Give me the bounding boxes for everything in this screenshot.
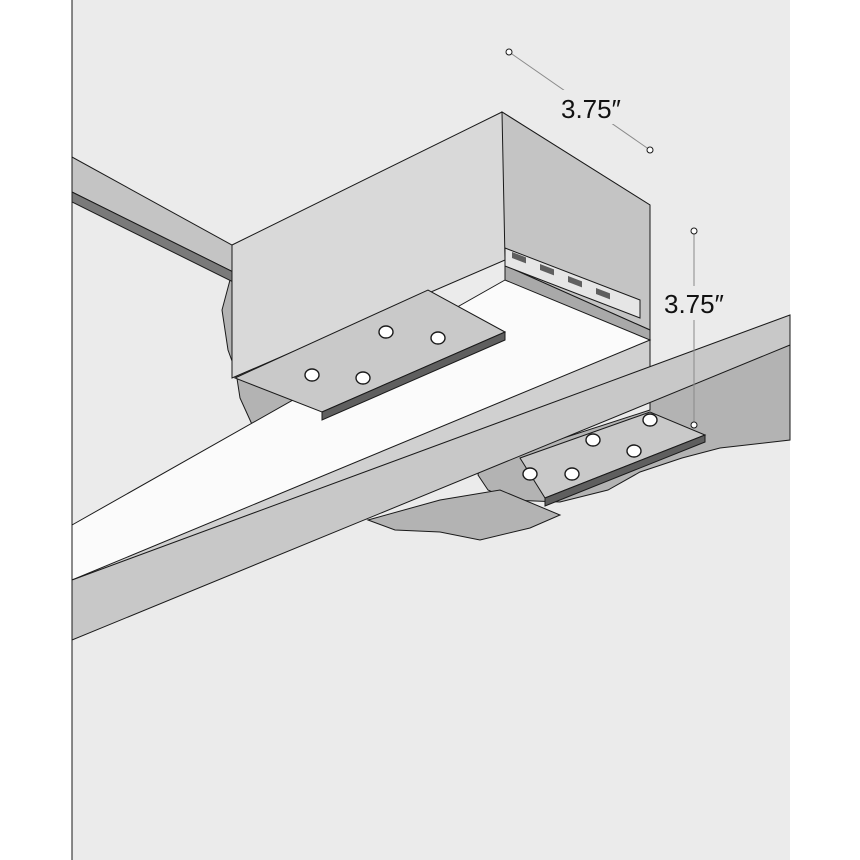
screw-hole [304,368,320,382]
screw-hole [585,433,601,447]
screw-hole [430,331,446,345]
width-dimension-start [505,48,513,56]
led-chip [540,264,554,276]
height-label-bg [660,286,740,320]
height-dimension-start [690,227,698,235]
led-chip [512,252,526,264]
height-dimension-end [690,421,698,429]
width-label-bg [556,90,632,124]
screw-hole [355,371,371,385]
screw-hole [642,413,658,427]
led-strip-icon [504,247,641,319]
width-dimension-end [646,146,654,154]
flange-right-edge [544,434,706,507]
flange-left-edge [321,331,506,421]
led-chip [568,275,582,288]
screw-hole [626,444,642,458]
channel-trim [71,314,791,641]
width-dimension-label: 3.75″ [561,94,621,124]
led-chip [596,288,610,300]
screw-hole [564,467,580,481]
screw-hole-icon [522,413,658,481]
ceiling-cutout-lower [366,489,562,541]
height-dimension-label: 3.75″ [664,289,724,319]
screw-hole [522,467,538,481]
screw-hole-icon [304,325,446,385]
screw-hole [378,325,394,339]
dimension-marker-icon [690,227,698,429]
